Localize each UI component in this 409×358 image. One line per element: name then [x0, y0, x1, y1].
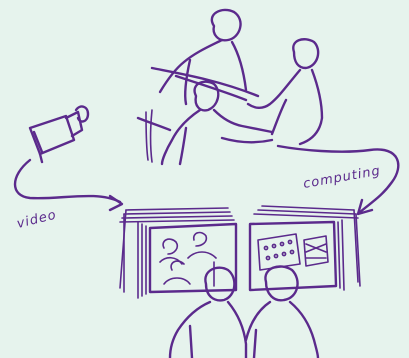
video-label: video	[15, 208, 58, 232]
viewer-right-sketch	[246, 266, 318, 358]
standing-person-sketch	[160, 10, 246, 104]
video-arrow	[15, 160, 120, 202]
viewer-left-sketch	[170, 268, 246, 358]
video-screens-stack	[120, 208, 236, 298]
video-camera-icon	[30, 107, 88, 162]
computing-label: computing	[302, 164, 382, 192]
meeting-group-sketch	[138, 10, 322, 164]
